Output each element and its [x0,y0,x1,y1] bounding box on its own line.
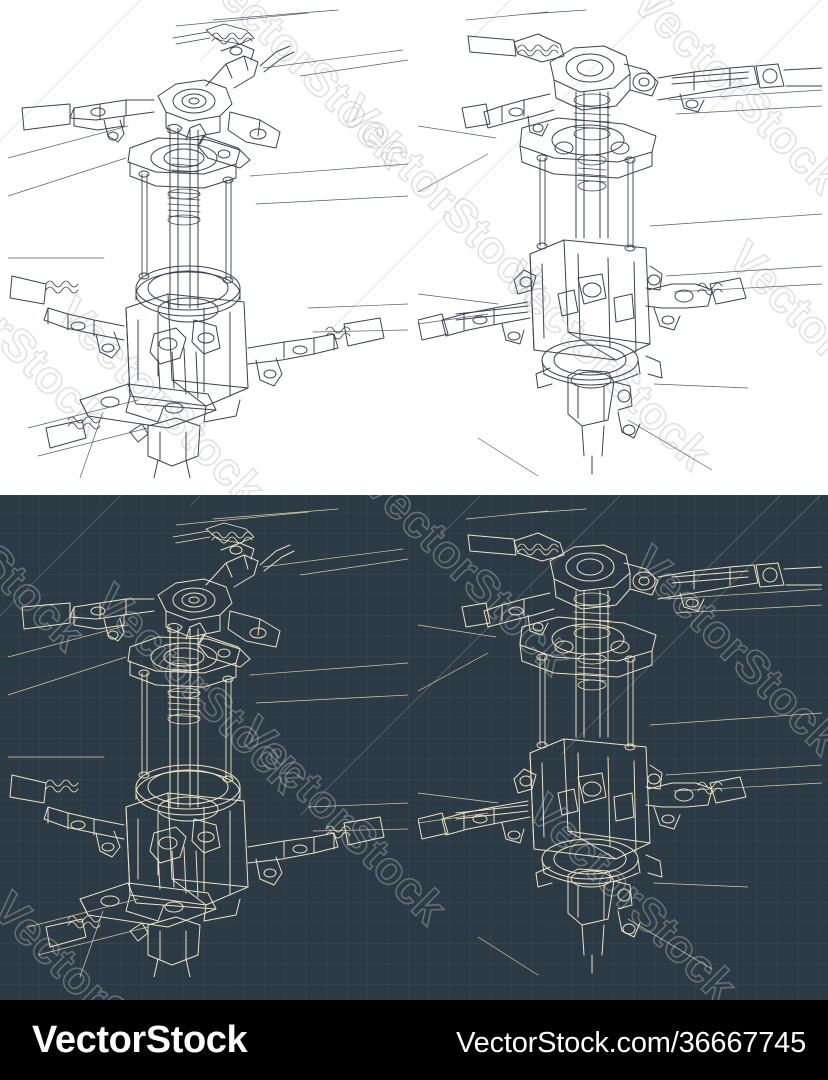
drawing-view-3 [8,507,408,977]
footer-url-label: VectorStock.com/36667745 [456,1027,806,1059]
blueprint-drawings-panel: VectorStock VectorStock VectorStock Vect… [0,495,828,1000]
blueprint-grid [0,495,828,1000]
drawing-view-4 [418,507,822,977]
drawing-view-2 [418,8,822,478]
drawing-view-1 [8,8,408,478]
light-drawings-panel: VectorStock VectorStock VectorStock Vect… [0,0,828,495]
footer-brand-label: VectorStock [32,1019,248,1061]
footer-bar [0,1000,828,1080]
